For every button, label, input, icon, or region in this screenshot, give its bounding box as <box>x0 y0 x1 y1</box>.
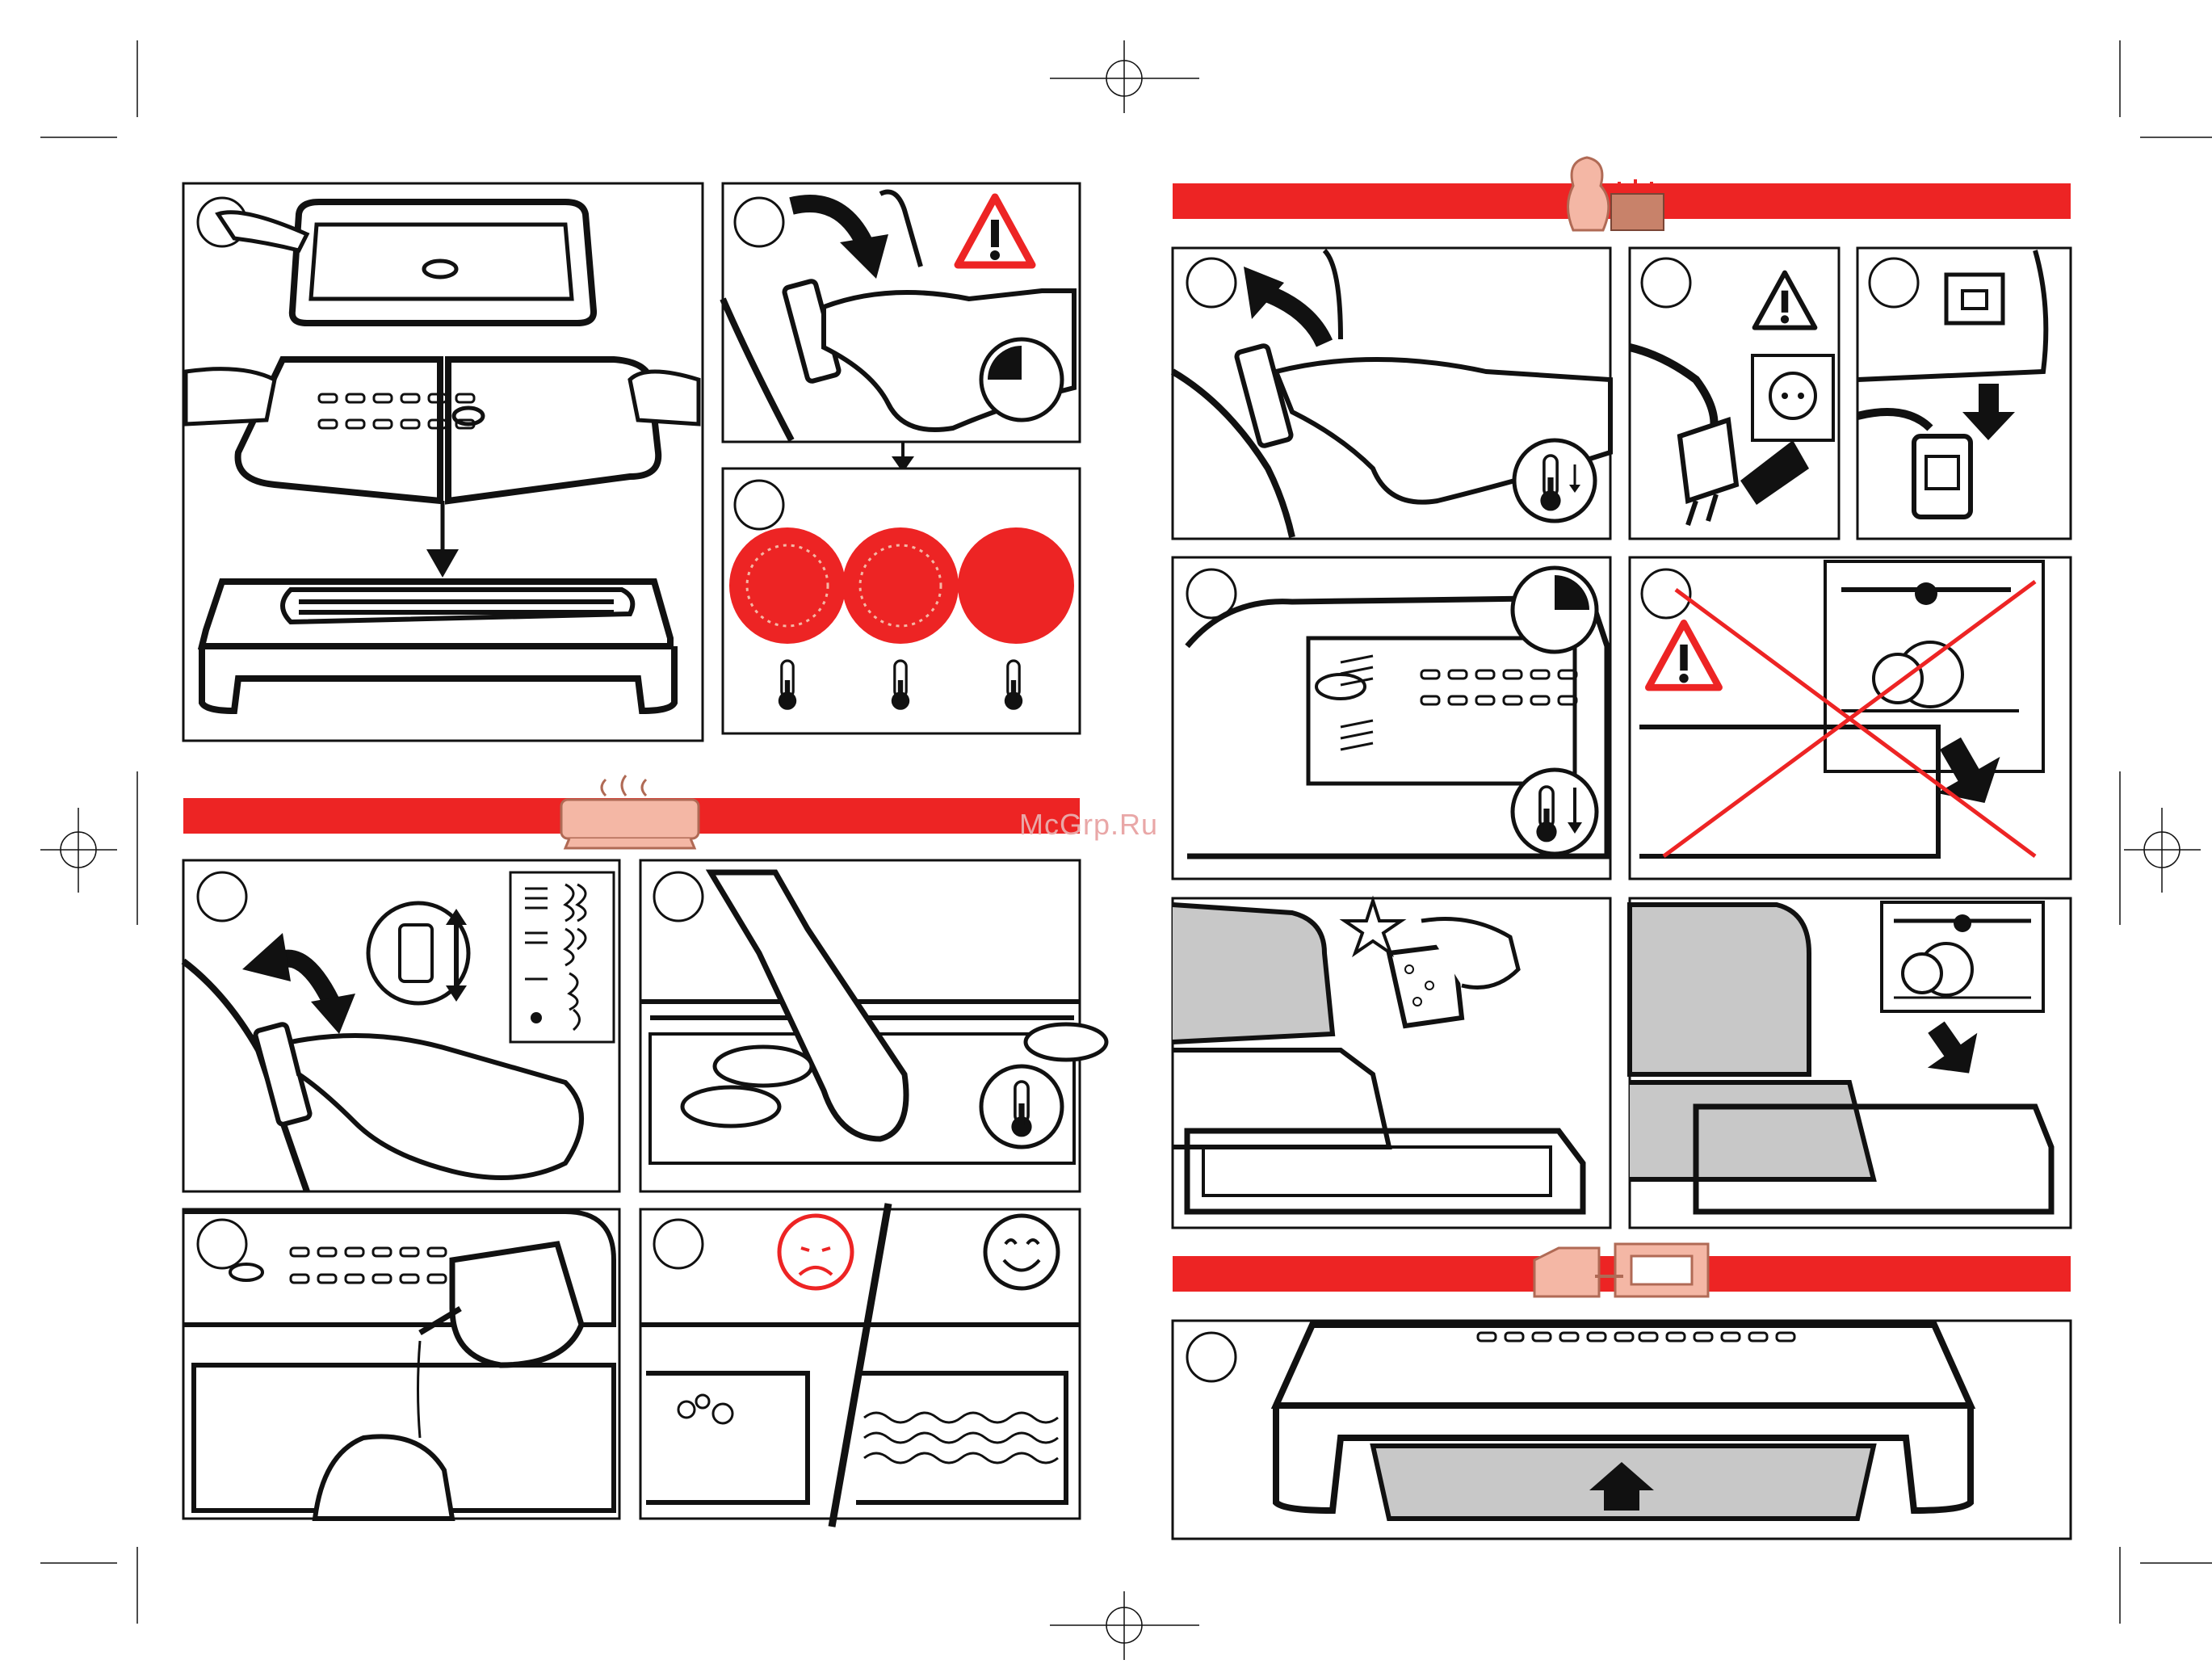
registration-target-bottom <box>1050 1591 1199 1660</box>
thermometer-down-icon <box>1514 440 1595 521</box>
watermark-text: McGrp.Ru <box>1019 808 1158 842</box>
panel-switch-off <box>1173 248 1610 539</box>
smiley-icon <box>985 1216 1058 1288</box>
thermometer-down-icon <box>1513 770 1597 854</box>
section-bar-cooking <box>183 775 1080 848</box>
panel-control-warning <box>723 183 1080 442</box>
light-blinking-icon <box>842 527 959 644</box>
panel-cool-down <box>1173 557 1610 879</box>
panel-insert-tray <box>1173 1321 2071 1539</box>
light-on-icon <box>958 527 1074 644</box>
thermometer-rising-icon <box>892 661 909 710</box>
panel-unplug <box>1630 248 1839 539</box>
registration-target-top <box>1050 40 1199 113</box>
timer-icon <box>1513 568 1597 652</box>
cleaning-section-icon <box>1568 158 1664 230</box>
panel-water-tray <box>183 1209 619 1519</box>
storage-section-icon <box>1534 1244 1708 1296</box>
thermometer-rising-icon <box>1005 661 1022 710</box>
panel-water-level <box>640 1204 1080 1527</box>
registration-target-right <box>2124 808 2201 893</box>
cooking-section-icon <box>561 775 699 848</box>
section-bar-cleaning <box>1173 158 2071 230</box>
heat-settings-legend <box>510 872 614 1042</box>
thermostat-dial-icon <box>368 903 468 1003</box>
panel-hand-wash <box>1173 898 1610 1228</box>
light-blinking-icon <box>729 527 846 644</box>
panel-indicator-lights <box>723 469 1080 733</box>
thermometer-icon <box>981 1066 1062 1147</box>
panel-no-dishwasher <box>1630 557 2071 879</box>
panel-thermostat-dial <box>183 860 619 1191</box>
panel-spatula <box>640 860 1106 1191</box>
timer-icon <box>981 339 1062 420</box>
section-bar-storage <box>1173 1244 2071 1296</box>
thermometer-rising-icon <box>779 661 796 710</box>
registration-target-left <box>40 808 117 893</box>
drip-tray-icon <box>1373 1446 1874 1519</box>
panel-detach-cord <box>1857 248 2071 539</box>
panel-dishwasher-ok <box>1630 898 2071 1228</box>
panel-assembly <box>183 183 703 741</box>
sad-face-icon <box>779 1216 852 1288</box>
